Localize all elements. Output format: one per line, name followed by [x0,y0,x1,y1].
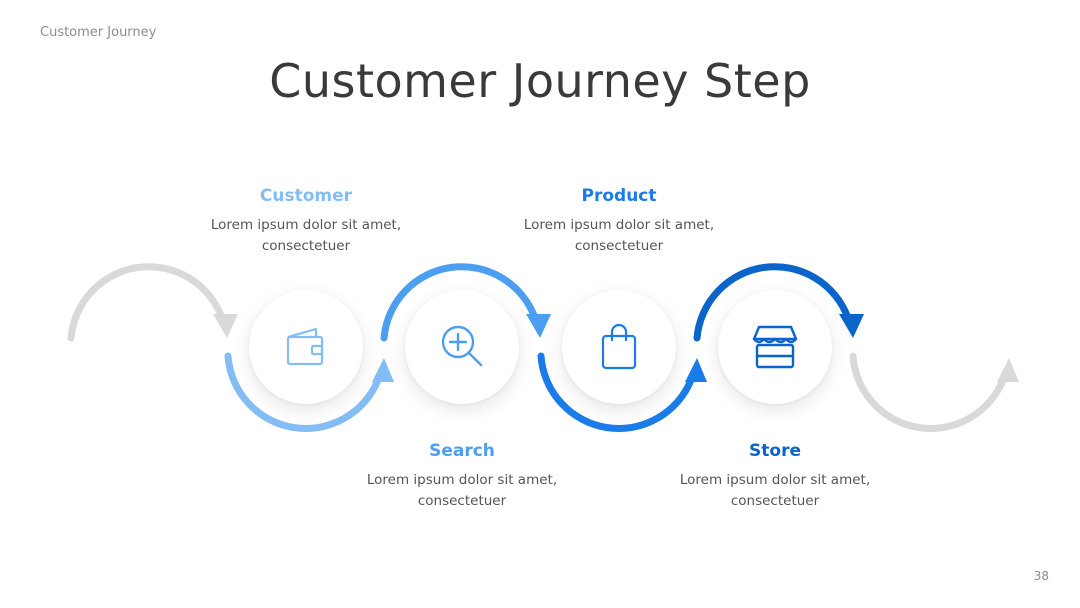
arc-customer [224,352,382,432]
step-circle-customer [249,290,363,404]
step-description-line: Lorem ipsum dolor sit amet, [210,217,402,233]
step-description-line: Lorem ipsum dolor sit amet, [366,472,558,488]
step-description-product: Lorem ipsum dolor sit amet, consectetuer [499,215,739,257]
step-label-store: Store [749,441,801,461]
arc-start-gray [67,263,226,342]
corner-title: Customer Journey [40,25,157,40]
step-description-line: consectetuer [730,493,820,509]
magnifier-plus-icon [441,325,483,367]
arrowhead-start-gray [213,314,238,338]
arrowhead-customer [372,358,394,382]
storefront-icon [752,325,798,369]
arc-store [693,263,852,342]
step-label-product: Product [581,186,657,206]
arc-end-gray [849,352,1007,432]
arrowhead-search [526,314,551,338]
step-description-customer: Lorem ipsum dolor sit amet, consectetuer [186,215,426,257]
step-description-search: Lorem ipsum dolor sit amet, consectetuer [342,470,582,512]
step-description-line: Lorem ipsum dolor sit amet, [679,472,871,488]
step-label-customer: Customer [259,186,353,206]
page-number: 38 [1033,569,1049,583]
shopping-bag-icon [601,323,637,370]
step-description-store: Lorem ipsum dolor sit amet, consectetuer [655,470,895,512]
arc-search [380,263,539,342]
step-description-line: Lorem ipsum dolor sit amet, [523,217,715,233]
step-circle-search [405,290,519,404]
arrowhead-end-gray [997,358,1019,382]
step-label-search: Search [429,441,495,461]
arrowhead-product [685,358,707,382]
step-description-line: consectetuer [574,238,664,254]
arrowhead-store [839,314,864,338]
step-description-line: consectetuer [417,493,507,509]
page-title: Customer Journey Step [269,54,811,108]
step-circle-product [562,290,676,404]
wallet-icon [286,327,324,366]
step-description-line: consectetuer [261,238,351,254]
step-circle-store [718,290,832,404]
arc-product [537,352,695,432]
